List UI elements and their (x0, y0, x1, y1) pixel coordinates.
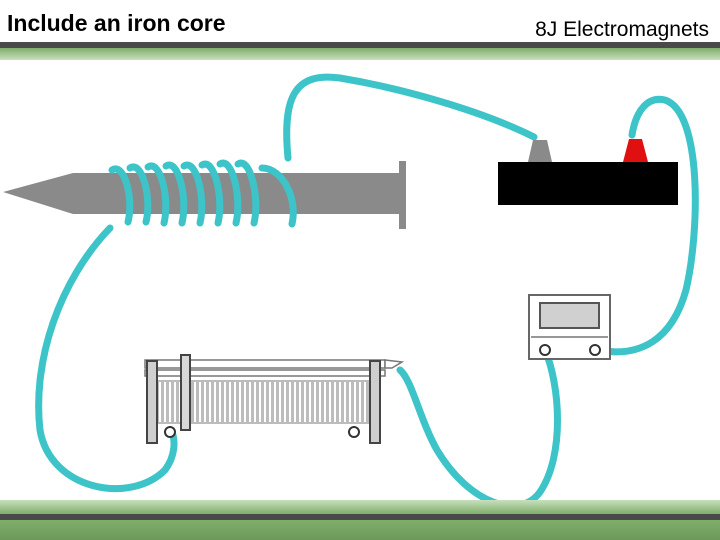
wire-coil (108, 159, 297, 228)
coil-turn (198, 160, 224, 227)
wire-ammeter-to-rheostat (396, 346, 561, 510)
ammeter (528, 294, 611, 360)
ammeter-terminal-left (539, 344, 551, 356)
variable-resistor (144, 354, 405, 444)
power-supply-body (498, 162, 678, 205)
coil-turn (234, 159, 260, 227)
nail-point (3, 173, 73, 214)
coil-turn (108, 165, 134, 226)
footer-divider-green (0, 500, 720, 514)
negative-terminal (528, 140, 552, 162)
coil-turn (180, 161, 206, 227)
wire-coil-to-rheostat (35, 224, 178, 493)
power-supply (498, 139, 678, 205)
rheostat-terminal-right (348, 426, 360, 438)
wire-positive-to-ammeter (594, 95, 699, 356)
coil-turn (144, 162, 170, 227)
ammeter-display (539, 302, 600, 329)
ammeter-terminal-right (589, 344, 601, 356)
rheostat-terminal-left (164, 426, 176, 438)
nail-head (399, 161, 406, 229)
rheostat-top-rail (144, 369, 386, 377)
coil-turn (126, 163, 152, 226)
coil-turn (162, 161, 188, 227)
header-divider-dark (0, 42, 720, 48)
coil-turn (216, 159, 242, 227)
rheostat-right-end (369, 360, 381, 444)
slide-title: Include an iron core (7, 10, 226, 36)
rheostat-left-end (146, 360, 158, 444)
footer-band (0, 520, 720, 540)
rheostat-terminal-tab (384, 359, 405, 369)
footer-divider-dark (0, 514, 720, 520)
positive-terminal (623, 139, 648, 162)
coil-turn (258, 164, 297, 228)
header-divider-green (0, 48, 720, 60)
rheostat-slider (180, 354, 191, 431)
slide-topic: 8J Electromagnets (535, 18, 709, 41)
wire-coil-to-negative (283, 73, 538, 162)
